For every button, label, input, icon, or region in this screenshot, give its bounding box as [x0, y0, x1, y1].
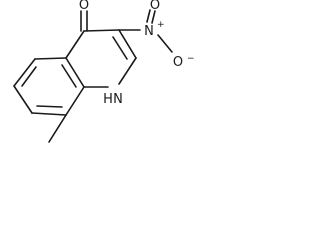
- nitro-nitrogen-charge: +: [157, 20, 165, 30]
- bond-c7-c8: [31, 112, 67, 116]
- bond-c8a-c4a: [65, 57, 85, 88]
- bond-c8-methyl: [48, 114, 67, 143]
- carbonyl-oxygen-label: O: [79, 0, 89, 13]
- chemical-structure-diagram: O N + O O − H N: [13, 0, 195, 143]
- bond-nitro-o-double-b: [151, 10, 156, 24]
- bond-c8a-c4a-inner: [61, 64, 77, 88]
- bond-c5-c6: [13, 58, 36, 87]
- bond-c4-c3: [83, 29, 120, 32]
- nitro-oxygen-double-label: O: [150, 0, 160, 13]
- bond-c4a-c5: [34, 57, 67, 60]
- bond-nitro-o-double-a: [146, 9, 151, 23]
- nitro-nitrogen-label: N: [144, 24, 154, 39]
- bond-c5-c6-inner: [21, 66, 37, 87]
- nitro-oxygen-single-label: O: [173, 55, 183, 70]
- bond-c7-c8-inner: [36, 105, 63, 108]
- bond-nitro-o-single: [157, 34, 173, 53]
- bond-c2-c3-inner: [112, 36, 128, 60]
- bond-c2-n1: [118, 57, 137, 85]
- bond-c4a-c4: [65, 30, 85, 59]
- bond-c8-c8a: [65, 86, 85, 116]
- ring-nitrogen-hydrogen-label: H: [103, 92, 113, 107]
- nitro-oxygen-charge: −: [187, 54, 195, 64]
- bond-c6-c7: [13, 85, 33, 114]
- bond-c3-c2: [118, 29, 137, 59]
- ring-nitrogen-label: N: [113, 92, 123, 107]
